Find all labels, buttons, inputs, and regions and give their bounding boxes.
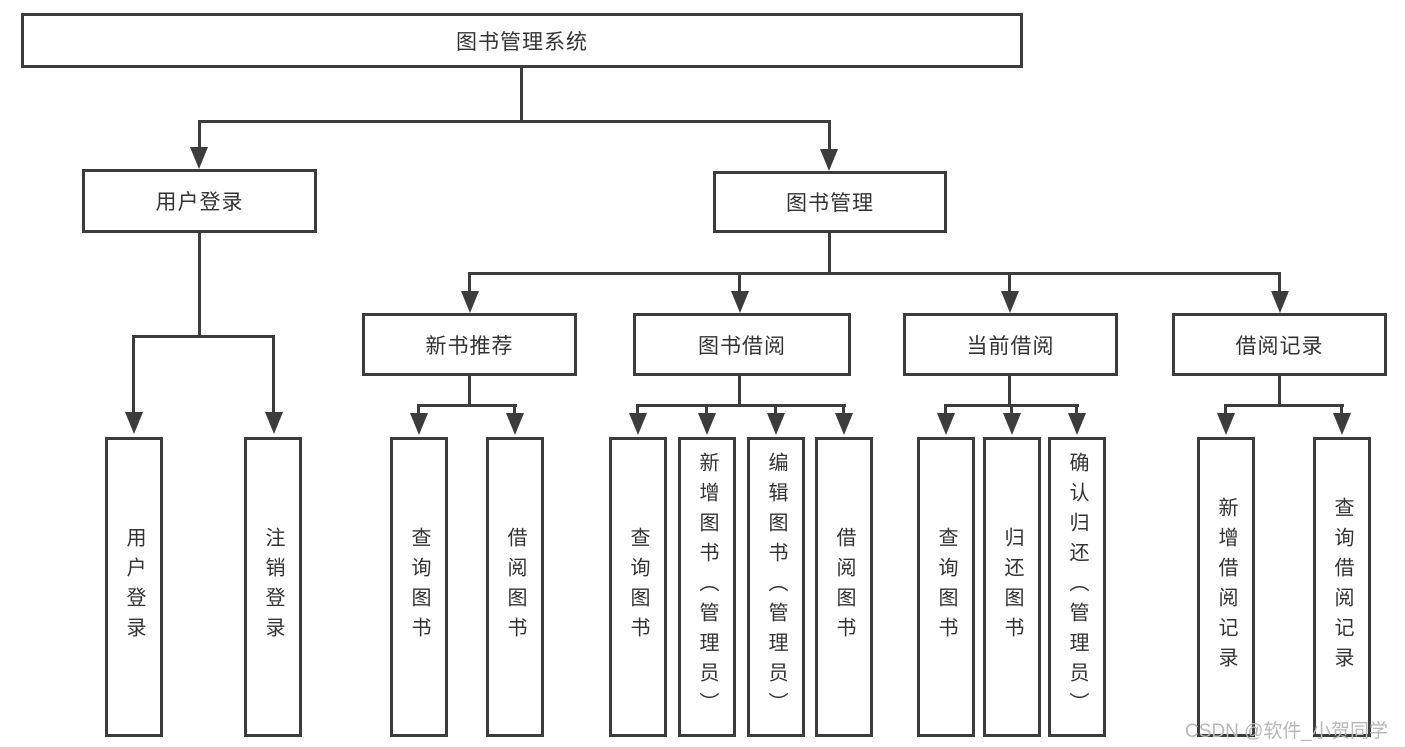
arrow-down-icon xyxy=(629,413,647,435)
watermark: CSDN @软件_小贺同学 xyxy=(1185,721,1388,742)
connector-line xyxy=(828,120,831,150)
arrow-down-icon xyxy=(1271,291,1289,313)
connector-line xyxy=(468,272,1281,275)
leaf-rcd-query-record: 查询借阅记录 xyxy=(1313,437,1371,737)
connector-line xyxy=(705,404,708,414)
connector-line xyxy=(1010,404,1013,414)
connector-line xyxy=(198,233,201,335)
node-root: 图书管理系统 xyxy=(21,13,1023,68)
arrow-down-icon xyxy=(1001,291,1019,313)
connector-line xyxy=(513,404,516,414)
arrow-down-icon xyxy=(731,291,749,313)
arrow-down-icon xyxy=(937,413,955,435)
arrow-down-icon xyxy=(698,413,716,435)
arrow-down-icon xyxy=(265,412,283,434)
arrow-down-icon xyxy=(506,413,524,435)
connector-line xyxy=(520,68,523,120)
connector-line xyxy=(828,233,831,272)
connector-line xyxy=(1008,375,1011,405)
node-current-borrow: 当前借阅 xyxy=(903,313,1118,376)
connector-line xyxy=(1278,272,1281,293)
connector-line xyxy=(1224,404,1344,407)
connector-line xyxy=(842,404,845,414)
arrow-down-icon xyxy=(835,413,853,435)
connector-line xyxy=(198,120,201,148)
connector-line xyxy=(468,272,471,293)
arrow-down-icon xyxy=(1068,413,1086,435)
connector-line xyxy=(636,404,846,407)
connector-line xyxy=(132,335,135,413)
connector-line xyxy=(132,335,275,338)
connector-line xyxy=(738,376,741,405)
connector-line xyxy=(272,335,275,413)
connector-line xyxy=(1224,404,1227,414)
leaf-bor-edit-books: 编辑图书（管理员） xyxy=(747,437,805,737)
arrow-down-icon xyxy=(410,413,428,435)
leaf-bor-borrow-books: 借阅图书 xyxy=(815,437,873,737)
connector-line xyxy=(1340,404,1343,414)
arrow-down-icon xyxy=(1217,413,1235,435)
connector-line xyxy=(1008,272,1011,293)
connector-line xyxy=(738,272,741,293)
leaf-bor-add-books: 新增图书（管理员） xyxy=(678,437,736,737)
node-new-book-recommend: 新书推荐 xyxy=(362,313,577,376)
leaf-logout: 注销登录 xyxy=(244,437,302,737)
connector-line xyxy=(636,404,639,414)
arrow-down-icon xyxy=(461,291,479,313)
connector-line xyxy=(1075,404,1078,414)
connector-line xyxy=(774,404,777,414)
leaf-cur-query-books: 查询图书 xyxy=(917,437,975,737)
leaf-user-login: 用户登录 xyxy=(105,437,163,737)
node-book-borrow: 图书借阅 xyxy=(633,313,851,376)
connector-line xyxy=(468,375,471,405)
arrow-down-icon xyxy=(190,147,208,169)
node-book-management: 图书管理 xyxy=(713,171,947,233)
leaf-rec-query-books: 查询图书 xyxy=(390,437,448,737)
node-user-login: 用户登录 xyxy=(82,169,317,233)
connector-line xyxy=(1278,375,1281,405)
connector-line xyxy=(944,404,947,414)
leaf-rec-borrow-books: 借阅图书 xyxy=(486,437,544,737)
leaf-cur-return-books: 归还图书 xyxy=(983,437,1041,737)
leaf-bor-query-books: 查询图书 xyxy=(609,437,667,737)
connector-line xyxy=(417,404,517,407)
arrow-down-icon xyxy=(1003,413,1021,435)
connector-line xyxy=(417,404,420,414)
arrow-down-icon xyxy=(1333,413,1351,435)
node-borrow-records: 借阅记录 xyxy=(1172,313,1387,376)
arrow-down-icon xyxy=(767,413,785,435)
leaf-cur-confirm-return: 确认归还（管理员） xyxy=(1048,437,1106,737)
arrow-down-icon xyxy=(820,149,838,171)
arrow-down-icon xyxy=(125,412,143,434)
leaf-rcd-add-record: 新增借阅记录 xyxy=(1197,437,1255,737)
connector-line xyxy=(198,120,831,123)
